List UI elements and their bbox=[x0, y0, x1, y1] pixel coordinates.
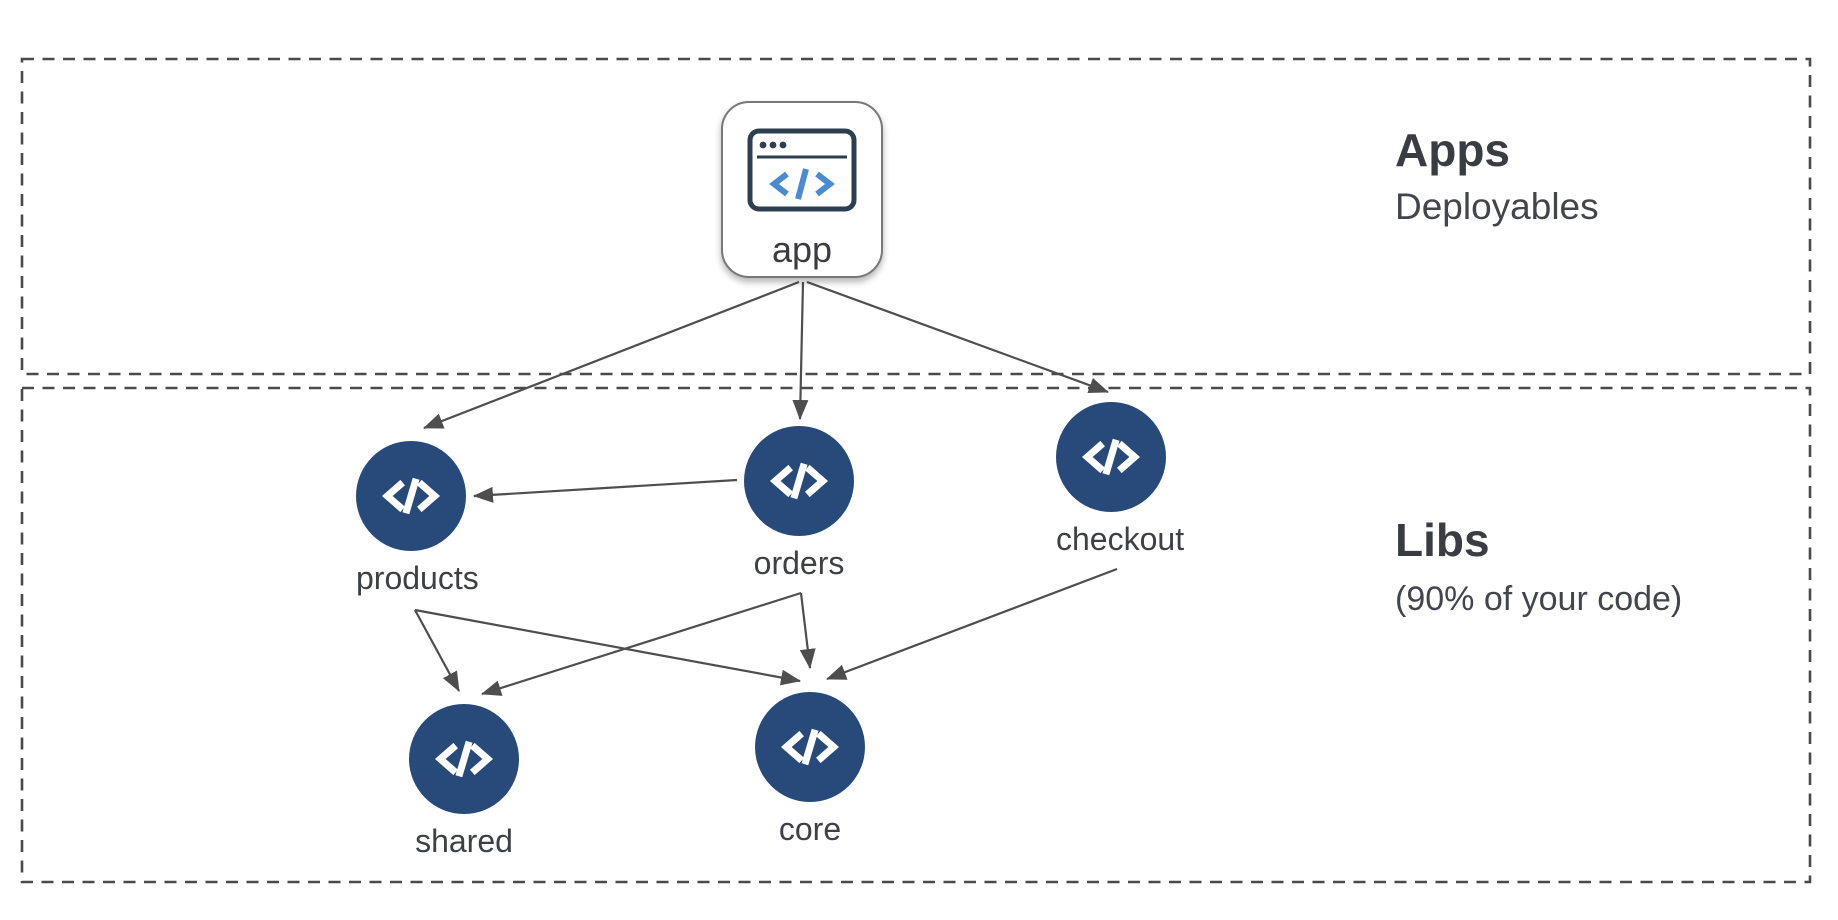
node-shared-label: shared bbox=[415, 823, 513, 859]
apps-section-boundary bbox=[20, 57, 1812, 376]
edge-orders-products bbox=[473, 478, 738, 503]
node-core-circle bbox=[755, 692, 865, 802]
libs-section-title: Libs bbox=[1395, 514, 1490, 566]
code-icon bbox=[381, 477, 441, 515]
edge-app-products bbox=[423, 280, 800, 430]
node-checkout-label: checkout bbox=[1056, 521, 1185, 557]
code-icon bbox=[769, 462, 829, 500]
apps-section-subtitle: Deployables bbox=[1395, 186, 1599, 227]
libs-section-boundary bbox=[20, 386, 1812, 884]
node-products-circle bbox=[356, 441, 466, 551]
edge-products-shared bbox=[414, 609, 460, 692]
libs-section-subtitle: (90% of your code) bbox=[1395, 580, 1683, 618]
node-core: core bbox=[755, 692, 865, 848]
node-app: app bbox=[721, 101, 883, 278]
edge-app-checkout bbox=[806, 280, 1109, 394]
code-icon bbox=[1081, 438, 1141, 476]
node-products-label: products bbox=[356, 560, 479, 596]
node-orders-circle bbox=[744, 426, 854, 536]
node-checkout: checkout bbox=[1056, 402, 1185, 558]
code-icon bbox=[780, 728, 840, 766]
edge-app-orders bbox=[792, 281, 809, 420]
edge-checkout-core bbox=[826, 567, 1118, 681]
edge-orders-core bbox=[799, 592, 816, 669]
edge-products-core bbox=[414, 608, 801, 686]
apps-section-title: Apps bbox=[1395, 124, 1510, 176]
node-checkout-circle bbox=[1056, 402, 1166, 512]
node-shared-circle bbox=[409, 704, 519, 814]
node-shared: shared bbox=[409, 704, 519, 860]
browser-window-code-icon bbox=[747, 128, 857, 212]
node-products: products bbox=[356, 441, 479, 597]
code-icon bbox=[434, 740, 494, 778]
node-app-label: app bbox=[771, 229, 833, 270]
apps-section-label: Apps Deployables bbox=[1395, 122, 1599, 230]
node-core-label: core bbox=[778, 811, 842, 847]
node-orders-label: orders bbox=[753, 545, 845, 581]
libs-section-label: Libs (90% of your code) bbox=[1395, 512, 1682, 622]
edge-orders-shared bbox=[481, 591, 802, 696]
node-orders: orders bbox=[744, 426, 854, 582]
